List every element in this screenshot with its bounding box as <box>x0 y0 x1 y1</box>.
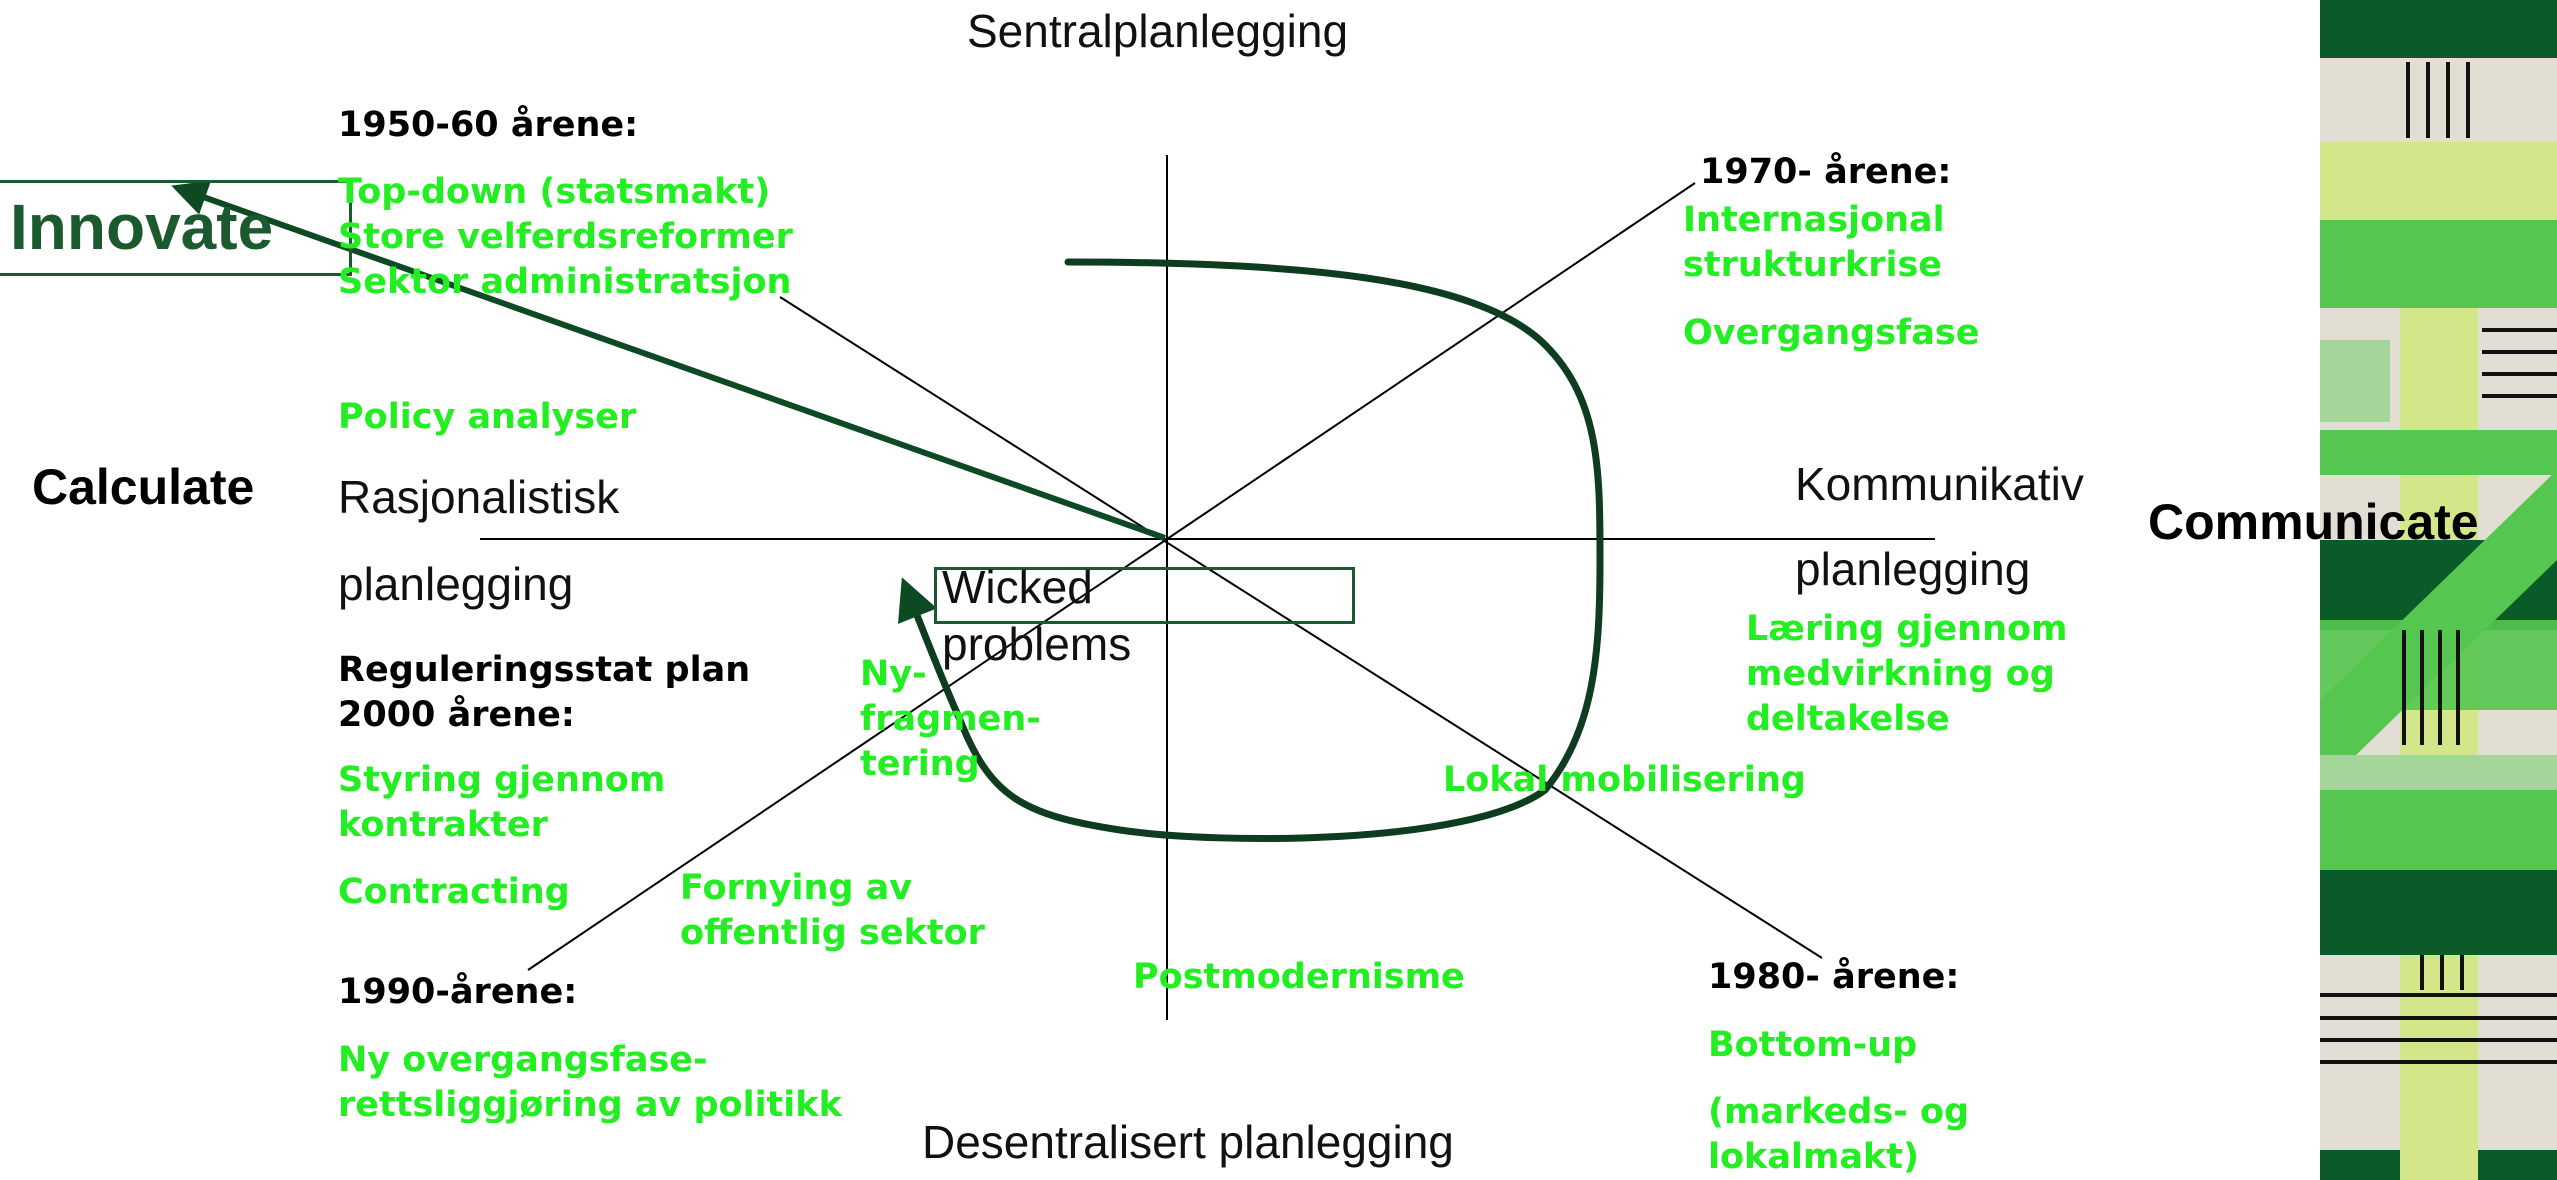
era-1950-item: Sektor administratsjon <box>338 262 792 302</box>
era-1990-item: Ny overgangsfase- <box>338 1040 708 1080</box>
fornying-line: Fornying av <box>680 868 913 908</box>
innovate-label: Innovate <box>10 191 274 263</box>
era-1980-item: Bottom-up <box>1708 1025 1918 1065</box>
laering-line: Læring gjennom <box>1746 609 2068 649</box>
green-stripe-band <box>2320 0 2557 1180</box>
era-1970-item: Internasjonal <box>1683 200 1945 240</box>
innovate-arrow <box>171 180 1167 541</box>
era-2000-title: Reguleringsstat plan 2000 årene: <box>338 648 750 738</box>
era-1990-item: rettsliggjøring av politikk <box>338 1085 842 1125</box>
era-1950-items: Top-down (statsmakt) Store velferdsrefor… <box>338 170 793 305</box>
wicked-problems-box <box>934 567 1355 624</box>
era-1950-item: Top-down (statsmakt) <box>338 172 771 212</box>
wicked-label-line1: Wicked <box>942 561 1093 613</box>
era-1950-item: Store velferdsreformer <box>338 217 793 257</box>
era-2000-items: Styring gjennom kontrakter <box>338 758 665 848</box>
laering-line: medvirkning og <box>1746 654 2055 694</box>
era-1970-items: Internasjonal strukturkrise <box>1683 198 1945 288</box>
era-1970-title: 1970- årene: <box>1700 152 1952 192</box>
postmodernisme-note: Postmodernisme <box>1133 957 1465 997</box>
ny-frag-line: Ny- <box>860 654 927 694</box>
era-2000-title-line: 2000 årene: <box>338 695 575 735</box>
era-1990-title: 1990-årene: <box>338 972 578 1012</box>
ny-frag-line: fragmen- <box>860 699 1041 739</box>
calculate-label: Calculate <box>32 459 255 515</box>
era-1980-extra-line: lokalmakt) <box>1708 1137 1920 1177</box>
right-axis-label-line1: Kommunikativ <box>1795 458 2084 510</box>
era-2000-item: Styring gjennom <box>338 760 666 800</box>
top-axis-label: Sentralplanlegging <box>967 5 1349 57</box>
left-axis-label-line2: planlegging <box>338 558 574 610</box>
right-axis-label-line2: planlegging <box>1795 543 2031 595</box>
era-1950-extra: Policy analyser <box>338 397 637 437</box>
era-1980-extra-line: (markeds- og <box>1708 1092 1970 1132</box>
era-1970-item: strukturkrise <box>1683 245 1943 285</box>
fornying-line: offentlig sektor <box>680 913 985 953</box>
cycle-curve <box>897 258 1604 842</box>
wicked-label-line2: problems <box>942 618 1132 670</box>
era-1970-extra: Overgangsfase <box>1683 313 1980 353</box>
innovate-box <box>0 180 352 276</box>
fornying-note: Fornying av offentlig sektor <box>680 866 985 956</box>
laering-line: deltakelse <box>1746 699 1950 739</box>
ny-frag-line: tering <box>860 744 980 784</box>
ny-fragmentering-note: Ny- fragmen- tering <box>860 652 1041 787</box>
diagonal-1950-1980 <box>779 296 1823 959</box>
communicate-label: Communicate <box>2148 494 2479 550</box>
era-1980-title: 1980- årene: <box>1708 957 1960 997</box>
era-1950-title: 1950-60 årene: <box>338 105 639 145</box>
era-2000-extra: Contracting <box>338 872 570 912</box>
era-2000-item: kontrakter <box>338 805 548 845</box>
era-2000-title-line: Reguleringsstat plan <box>338 650 751 690</box>
left-axis-label-line1: Rasjonalistisk <box>338 471 620 523</box>
bottom-axis-label: Desentralisert planlegging <box>922 1116 1454 1168</box>
era-1990-items: Ny overgangsfase- rettsliggjøring av pol… <box>338 1038 842 1128</box>
lokal-mobilisering-note: Lokal mobilisering <box>1443 760 1806 800</box>
laering-note: Læring gjennom medvirkning og deltakelse <box>1746 607 2068 742</box>
era-1980-extra: (markeds- og lokalmakt) <box>1708 1090 1969 1180</box>
